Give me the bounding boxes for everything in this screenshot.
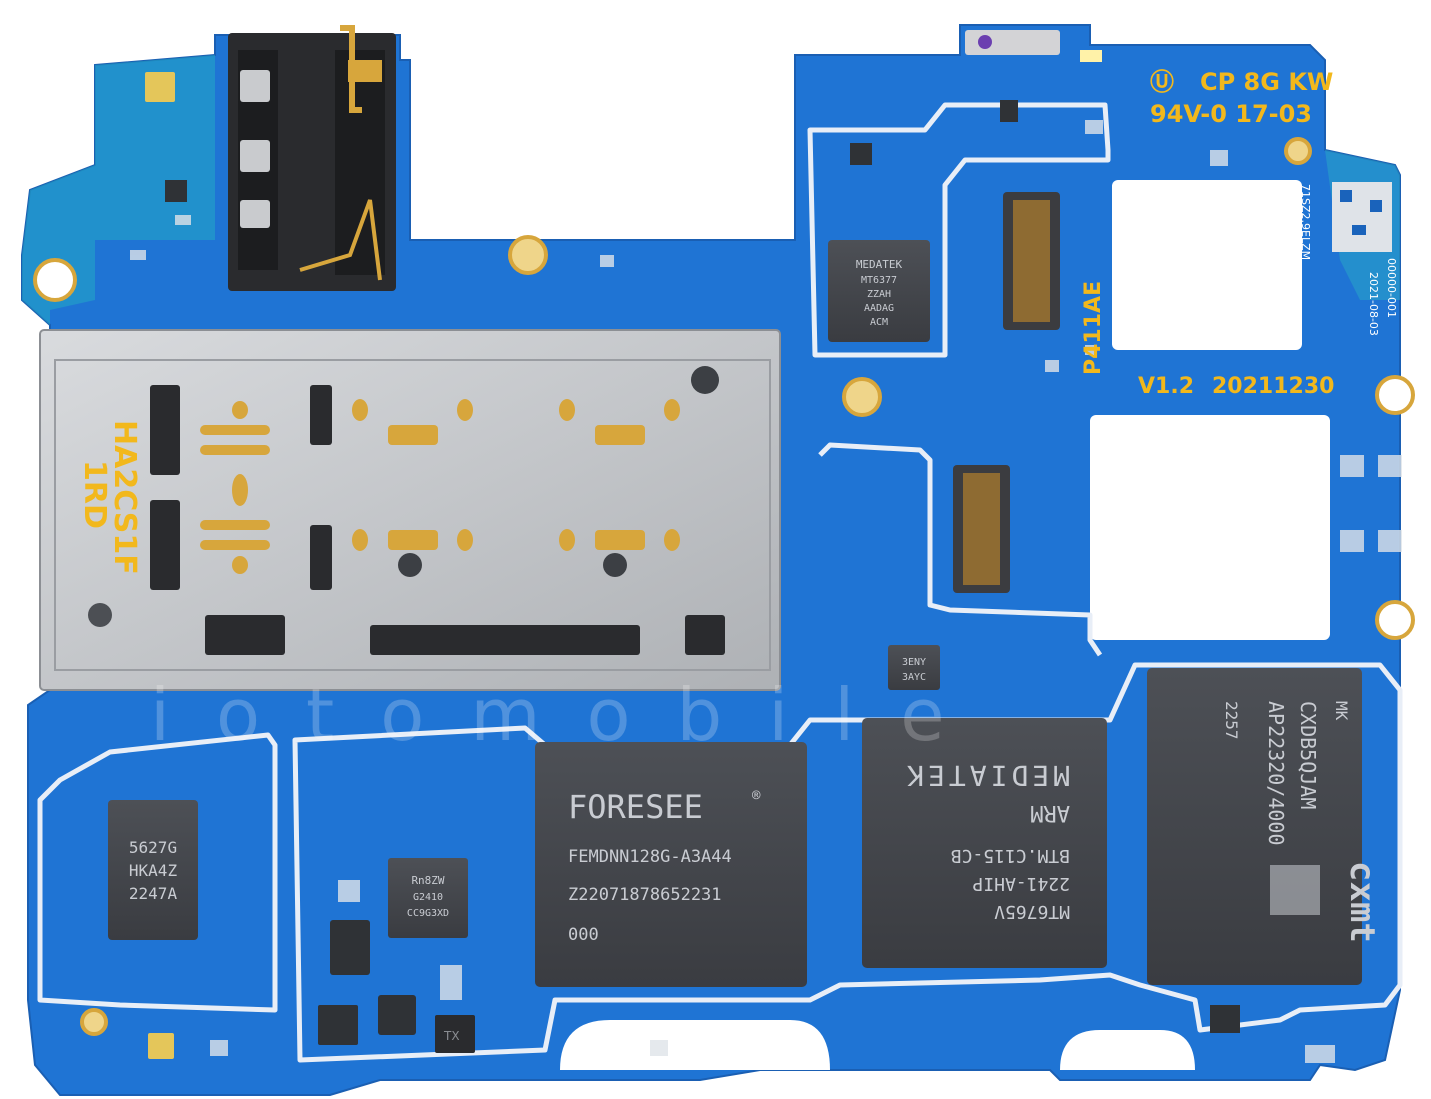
tx-label: TX	[443, 1029, 460, 1043]
chip-tiny-line-1: 3ENY	[902, 657, 926, 668]
chip-cxmt-line-1: CXDB5QJAM	[1296, 701, 1320, 809]
audio-jack	[228, 25, 396, 291]
chip-pmic-left: 5627G HKA4Z 2247A	[108, 800, 198, 940]
sim-tray-marking-2: 1RD	[77, 460, 112, 529]
mounting-holes	[33, 137, 1415, 1036]
chip-small-qfn: Rn8ZW G2410 CC9G3XD	[388, 858, 468, 938]
silk-batch: 00000-001	[1385, 258, 1398, 318]
inductor-mark: TX	[435, 1015, 475, 1053]
chip-soc-line-3: BTM.C115-CB	[951, 845, 1070, 866]
silk-serial: 71SZ2.9ELZM	[1299, 184, 1312, 260]
chip-cxmt-line-3: MK	[1332, 701, 1351, 721]
chip-qfn-line-1: Rn8ZW	[411, 874, 444, 887]
chip-cxmt-line-4: 2257	[1222, 701, 1241, 740]
chip-foresee-line-3: 000	[568, 925, 599, 945]
chip-foresee-brand: FORESEE	[568, 788, 703, 826]
board-cutouts	[560, 180, 1330, 1070]
chip-medatek-line-3: ZZAH	[867, 289, 891, 300]
silk-model: P411AE	[1081, 281, 1106, 375]
qr-code	[1332, 182, 1392, 252]
sim-tray: HA2CS1F 1RD	[39, 329, 781, 691]
chip-foresee-line-2: Z22071878652231	[568, 885, 722, 905]
chip-tiny: 3ENY 3AYC	[888, 645, 940, 690]
chip-pmic-line-1: 5627G	[129, 838, 177, 857]
chip-cxmt-line-2: AP22320/4000	[1264, 701, 1288, 846]
silkscreen: Ⓤ CP 8G KW 94V-0 17-03 P411AE V1.2 20211…	[1081, 68, 1398, 399]
watermark-text: iotomobile	[150, 673, 991, 757]
silk-rating-line: 94V-0 17-03	[1150, 100, 1312, 128]
ul-mark: Ⓤ	[1150, 68, 1174, 96]
silk-version: V1.2	[1138, 374, 1194, 399]
chip-medatek-line-1: MEDATEK	[856, 258, 903, 271]
chip-soc-line-2: 2241-AHIP	[972, 873, 1070, 894]
silk-board-date: 2021-08-03	[1367, 272, 1380, 336]
chip-medatek-small: MEDATEK MT6377 ZZAH AADAG ACM	[828, 240, 930, 342]
passive-components	[130, 120, 1402, 1063]
chip-soc-brand: MEDIATEK	[903, 759, 1070, 792]
chip-medatek-line-5: ACM	[870, 317, 888, 328]
chip-cxmt: CXDB5QJAM AP22320/4000 cxmt MK 2257	[1147, 668, 1382, 985]
chip-medatek-line-2: MT6377	[861, 275, 897, 286]
chip-soc-line-1: MT6765V	[994, 901, 1070, 922]
chip-medatek-line-4: AADAG	[864, 303, 894, 314]
chip-foresee-reg: ®	[752, 788, 761, 804]
chip-foresee-line-1: FEMDNN128G-A3A44	[568, 847, 732, 867]
chip-soc-arm: ARM	[1030, 800, 1070, 825]
silk-date: 20211230	[1212, 374, 1334, 399]
chip-foresee: FORESEE ® FEMDNN128G-A3A44 Z220718786522…	[535, 742, 807, 987]
sim-contacts	[150, 385, 725, 655]
chip-pmic-line-2: HKA4Z	[129, 861, 178, 880]
chip-qfn-line-3: CC9G3XD	[407, 908, 449, 919]
chip-mediatek-soc: MT6765V 2241-AHIP BTM.C115-CB ARM MEDIAT…	[862, 718, 1107, 968]
board-connectors	[953, 30, 1060, 593]
dark-components	[165, 100, 1240, 1045]
chip-qfn-line-2: G2410	[413, 892, 443, 903]
shield-boundaries	[37, 102, 1403, 1063]
gold-pads	[145, 50, 1102, 1059]
sim-tray-marking-1: HA2CS1F	[107, 420, 142, 575]
chip-tiny-line-2: 3AYC	[902, 672, 926, 683]
silk-cp-line: CP 8G KW	[1200, 68, 1333, 96]
chip-cxmt-brand: cxmt	[1342, 861, 1382, 943]
chip-pmic-line-3: 2247A	[129, 884, 178, 903]
